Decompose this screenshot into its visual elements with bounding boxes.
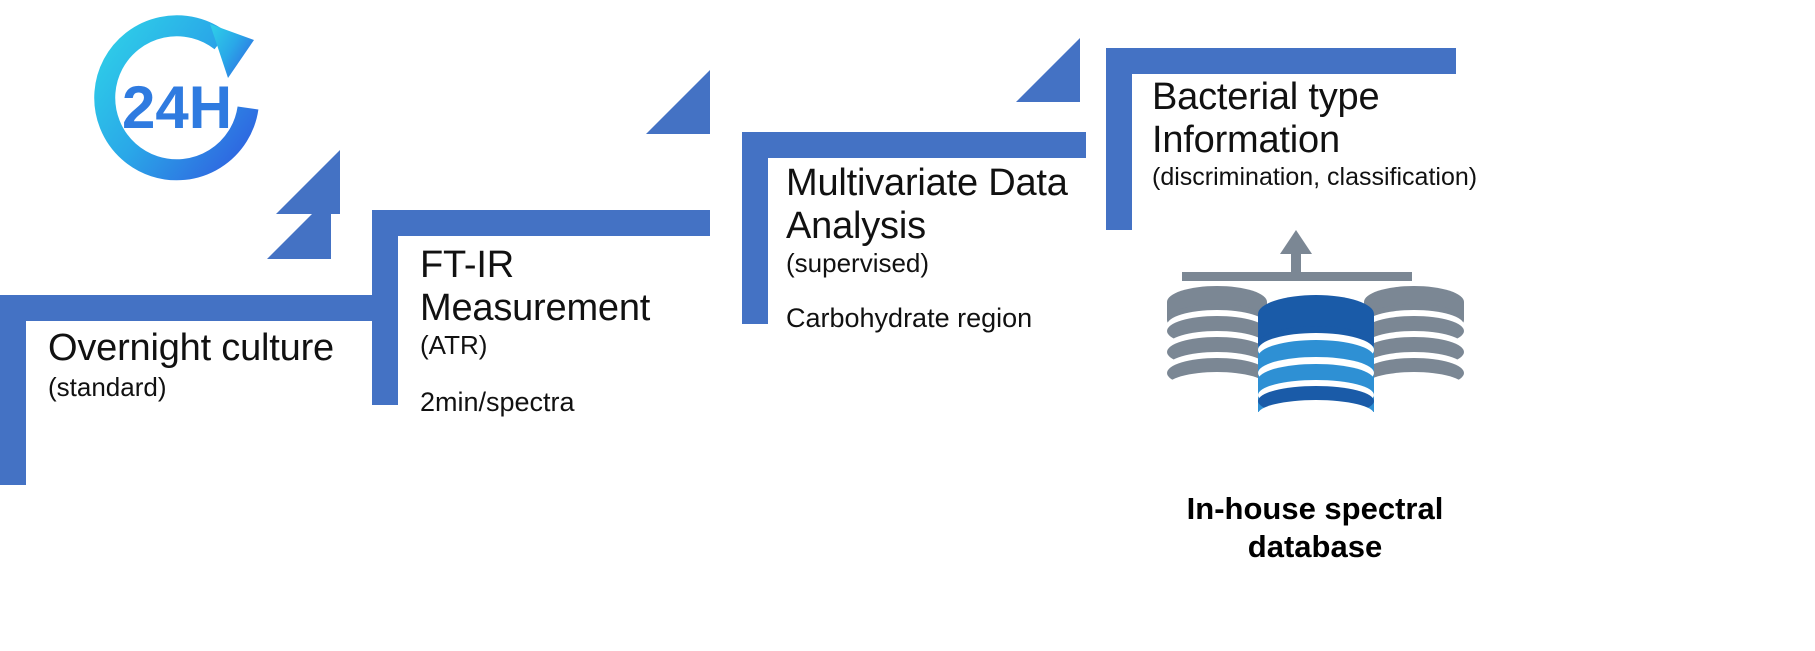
step-3-note: Carbohydrate region bbox=[786, 303, 1033, 334]
step-2-subtitle: (ATR) bbox=[420, 330, 488, 361]
up-arrow-icon bbox=[1182, 230, 1412, 281]
step-3-body: Multivariate Data Analysis (supervised) … bbox=[786, 162, 1116, 334]
database-stack-center bbox=[1258, 295, 1374, 428]
database-caption: In-house spectral database bbox=[1186, 491, 1444, 564]
step-4: Bacterial type Information (discriminati… bbox=[1016, 38, 1477, 348]
step-3-arrow-icon bbox=[646, 70, 710, 134]
step-2-note: 2min/spectra bbox=[420, 387, 575, 418]
database-stack-right bbox=[1364, 286, 1464, 400]
database-stack-left bbox=[1167, 286, 1267, 400]
step-4-left-bar bbox=[1106, 48, 1132, 230]
step-1-subtitle: (standard) bbox=[48, 371, 167, 402]
step-3-top-bar bbox=[742, 132, 1086, 158]
step-2-title: FT-IR Measurement bbox=[420, 244, 651, 329]
step-2-arrow-icon bbox=[276, 150, 340, 214]
step-1-top-bar bbox=[0, 295, 392, 321]
step-4-arrow-icon bbox=[1016, 38, 1080, 102]
step-1-body: Overnight culture (standard) bbox=[48, 327, 388, 403]
step-3: Multivariate Data Analysis (supervised) … bbox=[646, 70, 1086, 432]
step-2-left-bar bbox=[372, 210, 398, 405]
step-2-body: FT-IR Measurement (ATR) 2min/spectra bbox=[420, 244, 720, 418]
step-2: FT-IR Measurement (ATR) 2min/spectra bbox=[276, 150, 710, 510]
step-1-title: Overnight culture bbox=[48, 327, 334, 369]
step-1-left-bar bbox=[0, 295, 26, 485]
step-3-subtitle: (supervised) bbox=[786, 248, 930, 279]
step-4-body: Bacterial type Information (discriminati… bbox=[1152, 76, 1552, 192]
step-4-subtitle: (discrimination, classification) bbox=[1152, 163, 1478, 192]
24h-cycle-icon: 24H bbox=[88, 12, 268, 192]
database-stack-icon bbox=[1160, 228, 1470, 428]
step-3-left-bar bbox=[742, 132, 768, 324]
24h-icon-svg: 24H bbox=[94, 15, 259, 181]
step-3-title: Multivariate Data Analysis bbox=[786, 162, 1068, 247]
24h-icon-label: 24H bbox=[122, 74, 232, 141]
step-2-top-bar bbox=[372, 210, 710, 236]
step-4-title: Bacterial type Information bbox=[1152, 76, 1380, 161]
step-4-top-bar bbox=[1106, 48, 1456, 74]
step-1: Overnight culture (standard) bbox=[0, 195, 392, 595]
database-stack-svg bbox=[1167, 230, 1464, 428]
